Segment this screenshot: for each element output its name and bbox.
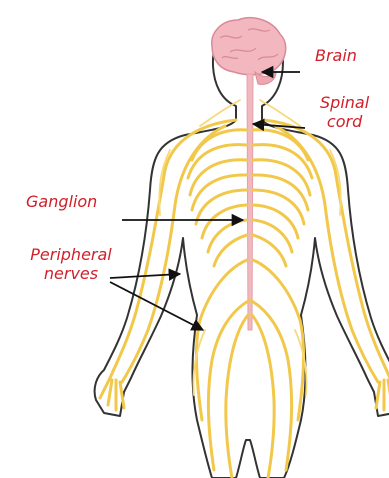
spinal-cord-label-line2: cord xyxy=(320,112,369,131)
spinal-cord xyxy=(247,74,253,330)
body-outline xyxy=(95,20,389,478)
spinal-cord-label: Spinal cord xyxy=(320,93,369,131)
ganglion-label: Ganglion xyxy=(26,192,97,211)
peripheral-nerves-label-line2: nerves xyxy=(16,264,126,283)
brain-label: Brain xyxy=(315,46,357,65)
spinal-cord-label-line1: Spinal xyxy=(320,93,369,112)
body-silhouette xyxy=(95,20,389,478)
peripheral-nerves-label-line1: Peripheral xyxy=(16,245,126,264)
peripheral-nerves-label: Peripheral nerves xyxy=(16,245,126,283)
